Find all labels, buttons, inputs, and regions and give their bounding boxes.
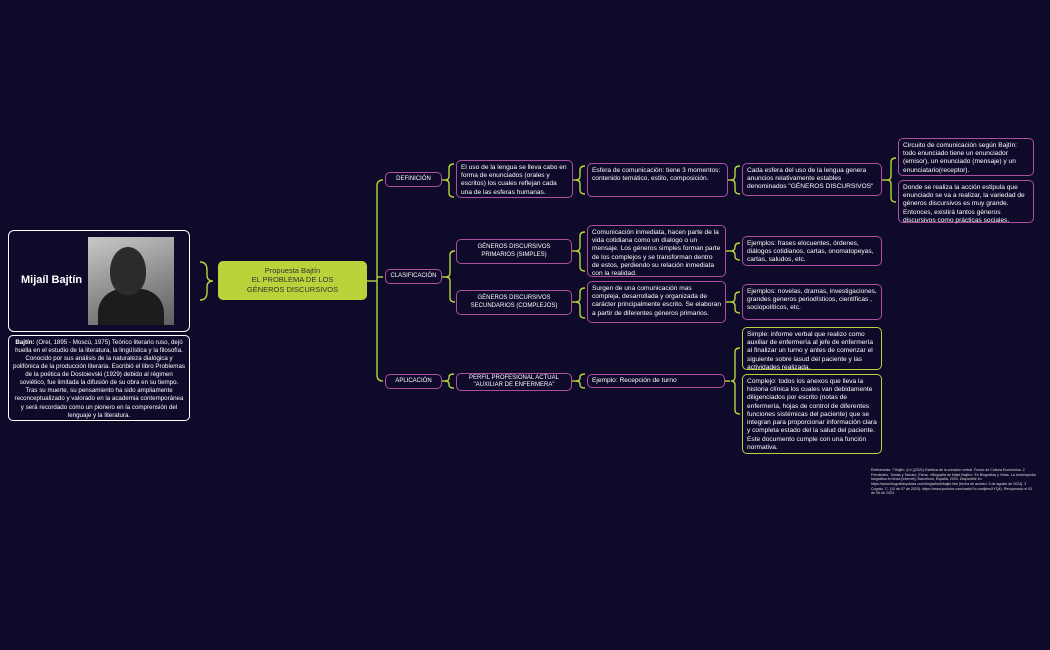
- clasificacion-primarios-node[interactable]: GÉNEROS DISCURSIVOS PRIMARIOS (SIMPLES): [456, 239, 572, 264]
- definicion-donde-node[interactable]: Donde se realiza la acción estipula que …: [898, 180, 1034, 224]
- references-text: Referencias: 7 Bajtín. (n.f.)(2021) Esté…: [871, 468, 1036, 496]
- person-bio: Bajtín: (Orel, 1895 - Moscú, 1975) Teóri…: [8, 335, 190, 421]
- clasificacion-secundarios-examples[interactable]: Ejemplos: novelas, dramas, investigacion…: [742, 284, 882, 320]
- person-card: Mijaíl Bajtín: [8, 230, 190, 332]
- brace-central: [376, 179, 384, 382]
- bio-name: Bajtín:: [15, 339, 35, 346]
- clasificacion-secundarios-desc[interactable]: Surgen de una comunicación mas compleja,…: [587, 281, 726, 323]
- clasificacion-primarios-examples[interactable]: Ejemplos: frases elocuentes, órdenes, di…: [742, 236, 882, 266]
- central-line3: GÉNEROS DISCURSIVOS: [246, 284, 339, 294]
- aplicacion-perfil-node[interactable]: PERFIL PROFESIONAL ACTUAL "AUXILIAR DE E…: [456, 373, 572, 391]
- central-topic[interactable]: Propuesta Bajtín EL PROBLEMA DE LOS GÉNE…: [218, 261, 367, 300]
- definicion-cada-esfera-node[interactable]: Cada esfera del uso de la lengua genera …: [742, 163, 882, 196]
- portrait-image: [88, 237, 174, 325]
- clasificacion-secundarios-node[interactable]: GÉNEROS DISCURSIVOS SECUNDARIOS (COMPLEJ…: [456, 290, 572, 315]
- aplicacion-ejemplo-node[interactable]: Ejemplo: Recepción de turno: [587, 374, 725, 388]
- branch-definicion[interactable]: DEFINICIÓN: [385, 172, 442, 187]
- branch-clasificacion[interactable]: CLASIFICACIÓN: [385, 269, 442, 284]
- definicion-circuito-node[interactable]: Circuito de comunicación según Bajtín: t…: [898, 138, 1034, 176]
- brace-person: [199, 261, 214, 301]
- person-name: Mijaíl Bajtín: [21, 274, 83, 286]
- central-line2: EL PROBLEMA DE LOS: [251, 275, 334, 285]
- aplicacion-simple-node[interactable]: Simple: informe verbal que realizo como …: [742, 327, 882, 371]
- central-line1: Propuesta Bajtín: [264, 266, 321, 275]
- definicion-uso-node[interactable]: El uso de la lengua se lleva cabo en for…: [456, 160, 573, 198]
- bio-text: (Orel, 1895 - Moscú, 1975) Teórico liter…: [13, 339, 185, 419]
- branch-aplicacion[interactable]: APLICACIÓN: [385, 374, 442, 389]
- clasificacion-primarios-desc[interactable]: Comunicación inmediata, hacen parte de l…: [587, 225, 726, 277]
- definicion-esfera-node[interactable]: Esfera de comunicación: tiene 3 momentos…: [587, 163, 728, 197]
- aplicacion-complejo-node[interactable]: Complejo: todos los anexos que lleva la …: [742, 374, 882, 454]
